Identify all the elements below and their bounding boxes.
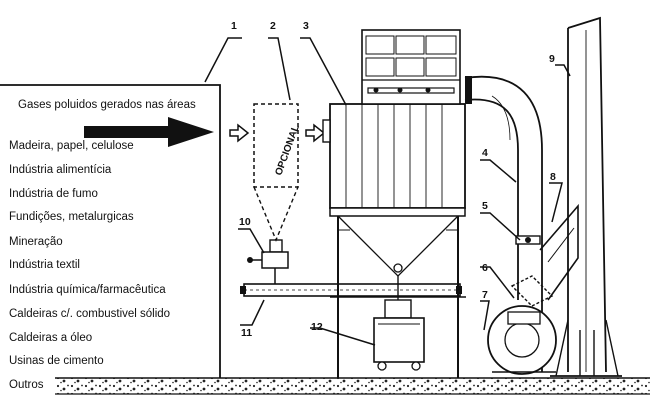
stack-connector	[539, 203, 579, 301]
inlet-arrow	[229, 123, 250, 143]
callout-number: 12	[311, 321, 323, 333]
callout-number: 3	[303, 20, 309, 32]
dust-container	[373, 299, 425, 371]
chimney-stack	[550, 16, 622, 377]
callout-number: 4	[482, 147, 488, 159]
industry-item: Outros	[9, 379, 44, 391]
callout-number: 5	[482, 200, 488, 212]
industry-item: Caldeiras a óleo	[9, 332, 93, 344]
callout-number: 2	[270, 20, 276, 32]
optional-label: OPCIONAL	[273, 124, 301, 177]
industry-item: Usinas de cimento	[9, 355, 104, 367]
bag-filter	[322, 29, 466, 378]
fan-assembly	[487, 235, 557, 375]
callout-number: 1	[231, 20, 237, 32]
industry-item: Indústria alimentícia	[9, 164, 112, 176]
callout-number: 7	[482, 289, 488, 301]
industry-item: Madeira, papel, celulose	[9, 140, 134, 152]
callout-number: 10	[239, 216, 251, 228]
source-building	[0, 84, 221, 378]
callout-number: 8	[550, 171, 556, 183]
inlet-arrow	[305, 123, 326, 143]
gases-header: Gases poluidos gerados nas áreas	[18, 99, 196, 111]
leader-lines	[204, 37, 571, 346]
industry-item: Indústria de fumo	[9, 188, 98, 200]
duct	[464, 75, 543, 372]
callout-number: 9	[549, 53, 555, 65]
callout-number: 6	[482, 262, 488, 274]
industry-item: Mineração	[9, 236, 63, 248]
industry-item: Caldeiras c/. combustivel sólido	[9, 308, 171, 320]
ground	[55, 377, 650, 395]
callout-number: 11	[241, 327, 252, 339]
screw-conveyor	[240, 251, 462, 297]
industry-item: Indústria química/farmacêutica	[9, 284, 166, 296]
industry-item: Fundições, metalurgicas	[9, 211, 134, 223]
industry-item: Indústria textil	[9, 259, 80, 271]
flow-arrow	[84, 117, 214, 147]
optional-preseparator: OPCIONAL	[253, 103, 302, 253]
